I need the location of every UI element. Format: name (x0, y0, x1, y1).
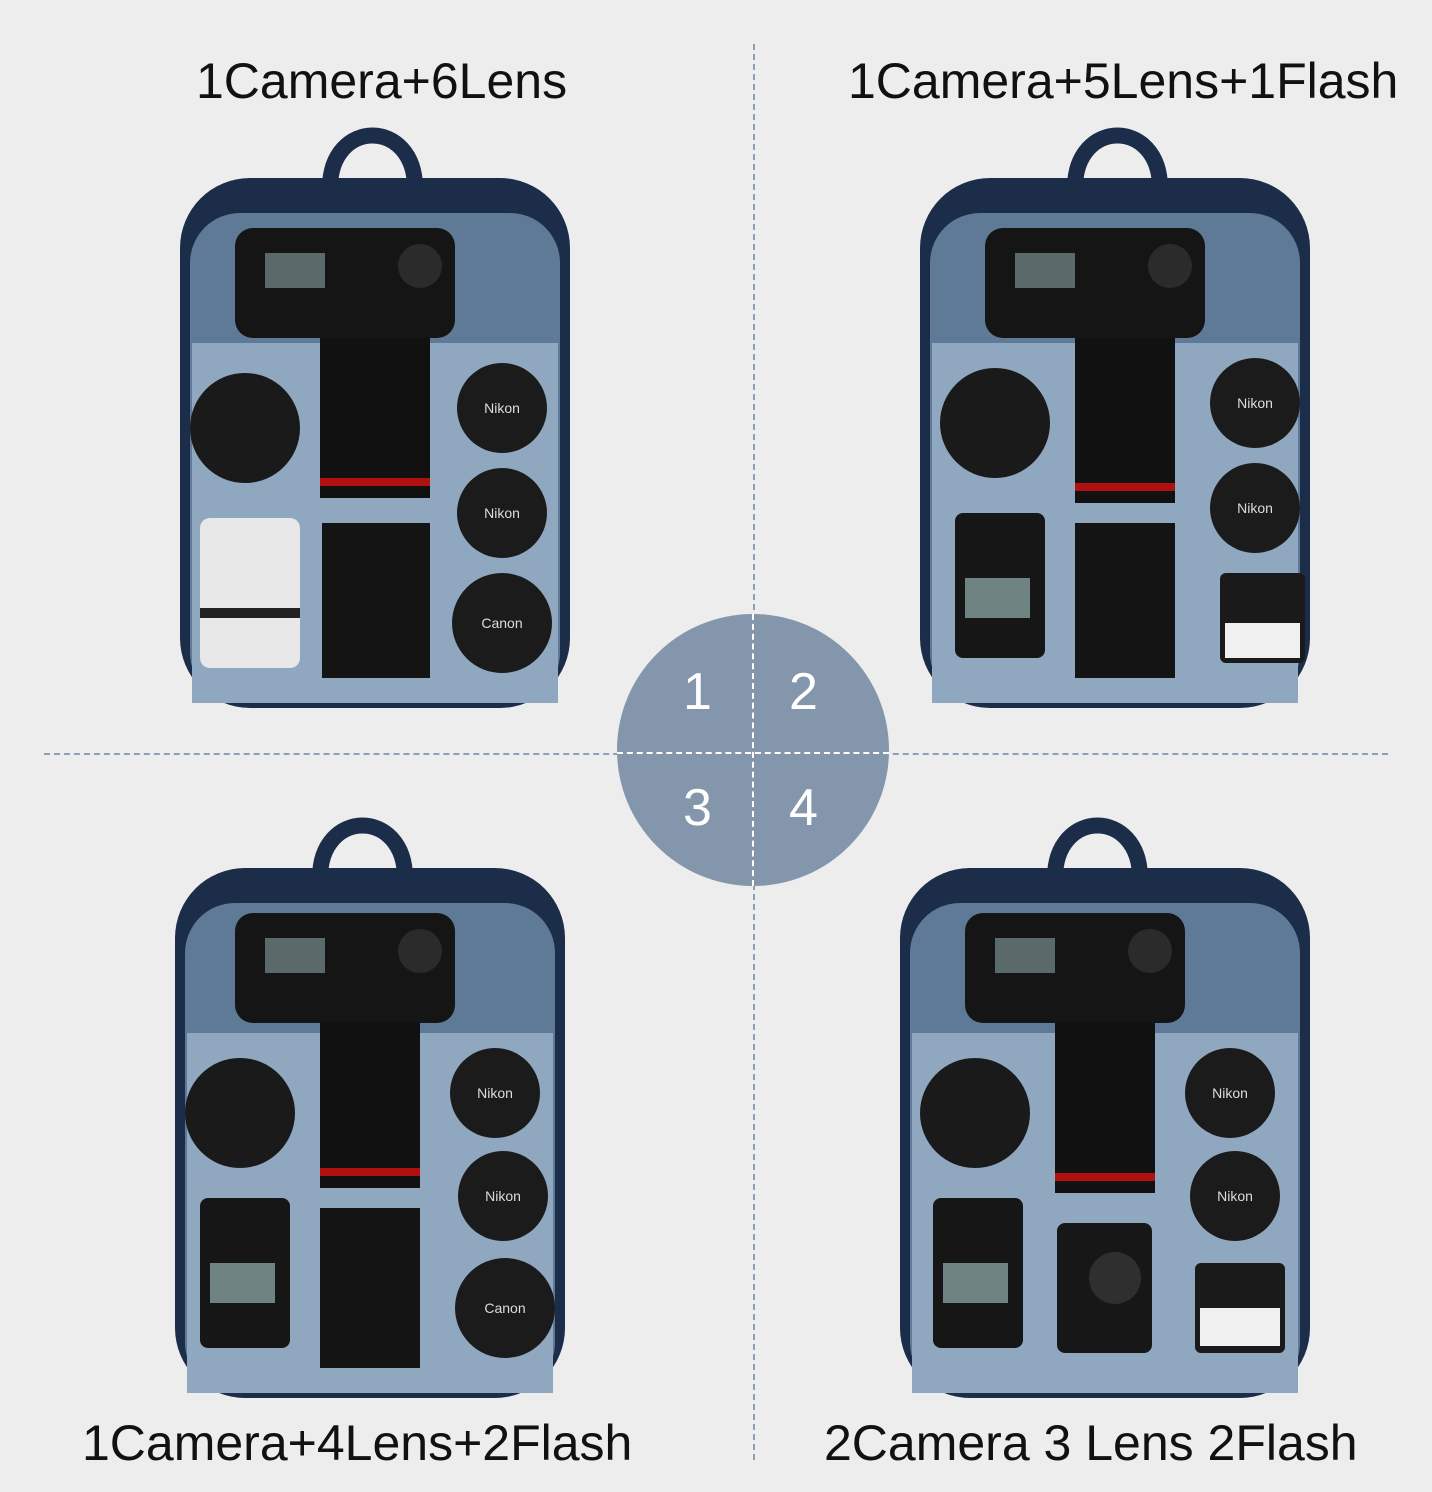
nikon-cap-label: Nikon (1212, 1085, 1248, 1101)
backpack-layout-2: Nikon Nikon (915, 118, 1320, 713)
nikon-cap-label: Nikon (1217, 1188, 1253, 1204)
nikon-lens-cap-icon (1185, 1048, 1275, 1138)
nikon-lens-cap-icon (457, 468, 547, 558)
layout-number-3: 3 (683, 779, 712, 837)
nikon-lens-cap-icon (450, 1048, 540, 1138)
camera-backpack-illustration: Nikon Nikon Canon (175, 817, 565, 1398)
camera-backpack-illustration: Nikon Nikon Canon (180, 127, 570, 708)
backpack-layout-3: Nikon Nikon Canon (170, 808, 575, 1403)
layout-number-4: 4 (789, 779, 818, 837)
zoom-lens-icon (320, 338, 430, 498)
layout-2-title: 1Camera+5Lens+1Flash (848, 53, 1399, 109)
nikon-cap-label: Nikon (1237, 395, 1273, 411)
zoom-lens-icon (1075, 338, 1175, 503)
canon-lens-icon (320, 1208, 420, 1368)
nikon-lens-cap-icon (457, 363, 547, 453)
canon-body-cap-icon (920, 1058, 1030, 1168)
layout-4-title: 2Camera 3 Lens 2Flash (824, 1415, 1358, 1471)
backpack-layout-4: Nikon Nikon (895, 808, 1315, 1403)
canon-lens-cap-icon (452, 573, 552, 673)
nikon-cap-label: Nikon (1237, 500, 1273, 516)
backpack-layout-1: Nikon Nikon Canon (170, 118, 575, 713)
canon-lens-icon (1075, 523, 1175, 678)
nikon-cap-label: Nikon (477, 1085, 513, 1101)
canon-lens-icon (322, 523, 430, 678)
canon-body-cap-icon (940, 368, 1050, 478)
zoom-lens-icon (320, 1023, 420, 1188)
nikon-cap-label: Nikon (484, 400, 520, 416)
canon-cap-label: Canon (481, 615, 522, 631)
zoom-lens-icon (1055, 1023, 1155, 1193)
nikon-lens-cap-icon (458, 1151, 548, 1241)
canon-lens-cap-icon (455, 1258, 555, 1358)
layout-number-badge: 1 2 3 4 (617, 614, 889, 886)
layout-number-1: 1 (683, 663, 712, 721)
layout-3-title: 1Camera+4Lens+2Flash (82, 1415, 633, 1471)
nikon-lens-cap-icon (1190, 1151, 1280, 1241)
nikon-lens-cap-icon (1210, 358, 1300, 448)
layout-1-title: 1Camera+6Lens (196, 53, 568, 109)
canon-body-cap-icon (190, 373, 300, 483)
canon-cap-label: Canon (484, 1300, 525, 1316)
camera-backpack-illustration: Nikon Nikon (900, 817, 1310, 1398)
nikon-lens-cap-icon (1210, 463, 1300, 553)
nikon-cap-label: Nikon (485, 1188, 521, 1204)
layout-number-2: 2 (789, 663, 818, 721)
camera-backpack-illustration: Nikon Nikon (920, 127, 1310, 708)
nikon-cap-label: Nikon (484, 505, 520, 521)
telephoto-lens-icon (200, 518, 300, 668)
canon-body-cap-icon (185, 1058, 295, 1168)
